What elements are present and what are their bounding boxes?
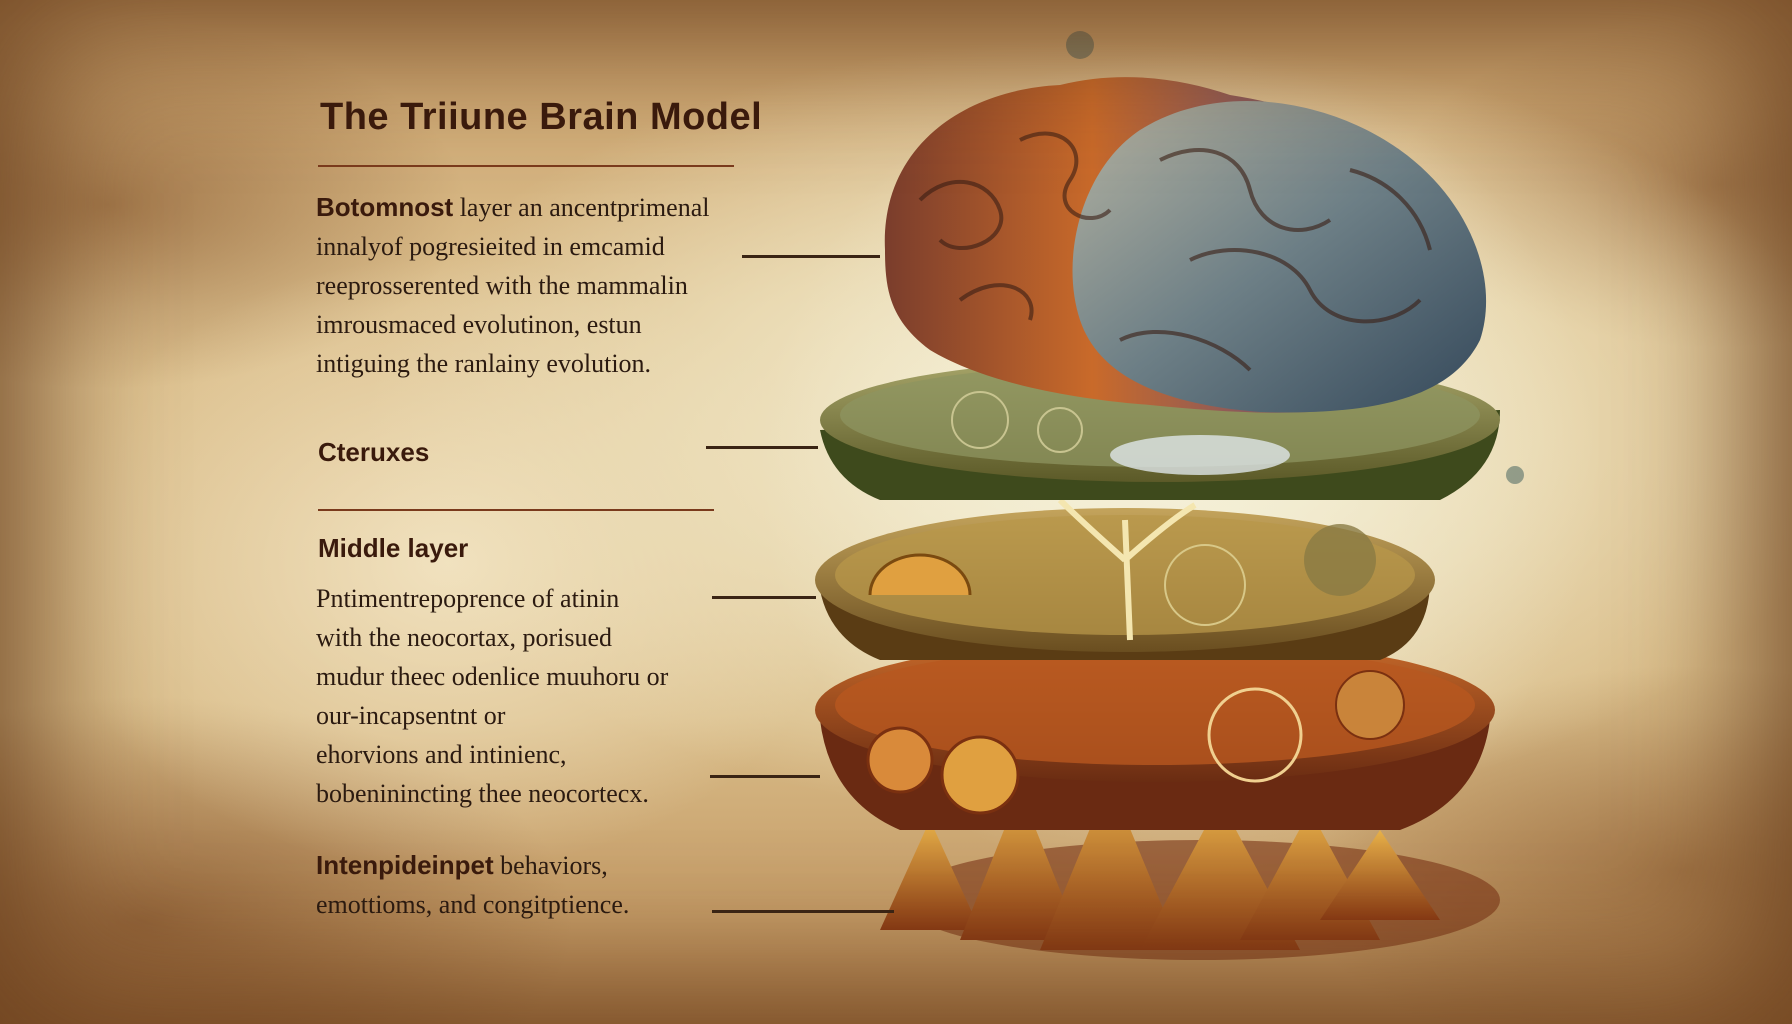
top-description-line-5: intiguing the ranlainy evolution. [316,349,652,378]
bottom-layer-disc [815,638,1500,960]
cteruxes-leader-line [706,446,818,449]
top-description-line-2: innalyof pogresieited in emcamid [316,232,665,261]
cteruxes-label: Cteruxes [318,437,430,467]
top-leader-line [742,255,880,258]
top-line1-rest: layer an ancentprimenal [453,193,710,222]
top-description-line-4: imrousmaced evolutinon, estun [316,310,642,339]
middle-description-line-2: with the neocortax, porisued [316,623,613,652]
top-description-line-1: Botomnost layer an ancentprimenal [316,188,709,227]
middle-layer-heading: Middle layer [318,533,469,563]
middle-description-line-3: mudur theec odenlice muuhoru or [316,662,669,691]
title-divider [318,165,734,167]
bottom-description-line-2: emottioms, and congitptience. [316,890,630,919]
middle-description: Pntimentrepoprence of atinin with the ne… [316,579,668,813]
bottom-description: Intenpideinpet behaviors, emottioms, and… [316,846,629,924]
section-divider [318,509,714,511]
top-heading: Botomnost [316,192,454,222]
decorative-dot [1506,466,1524,484]
bottom-heading: Intenpideinpet [316,850,494,880]
middle-leader-line [712,596,816,599]
diagram-title: The Triiune Brain Model [320,96,763,138]
top-description: Botomnost layer an ancentprimenal innaly… [316,188,709,383]
decorative-dot [1066,31,1094,59]
lower-leader-line [710,775,820,778]
middle-description-line-4: our-incapsentnt or [316,701,506,730]
middle-description-line-6: bobeninincting thee neocortecx. [316,779,649,808]
middle-description-line-1: Pntimentrepoprence of atinin [316,584,620,613]
bottom-line1-rest: behaviors, [493,851,608,880]
top-description-line-3: reeprosserented with the mammalin [316,271,688,300]
brain [884,77,1487,413]
bottom-leader-line [712,910,894,913]
middle-description-line-5: ehorvions and intinienc, [316,740,567,769]
middle-layer-disc [815,497,1435,660]
bottom-description-line-1: Intenpideinpet behaviors, [316,846,629,885]
